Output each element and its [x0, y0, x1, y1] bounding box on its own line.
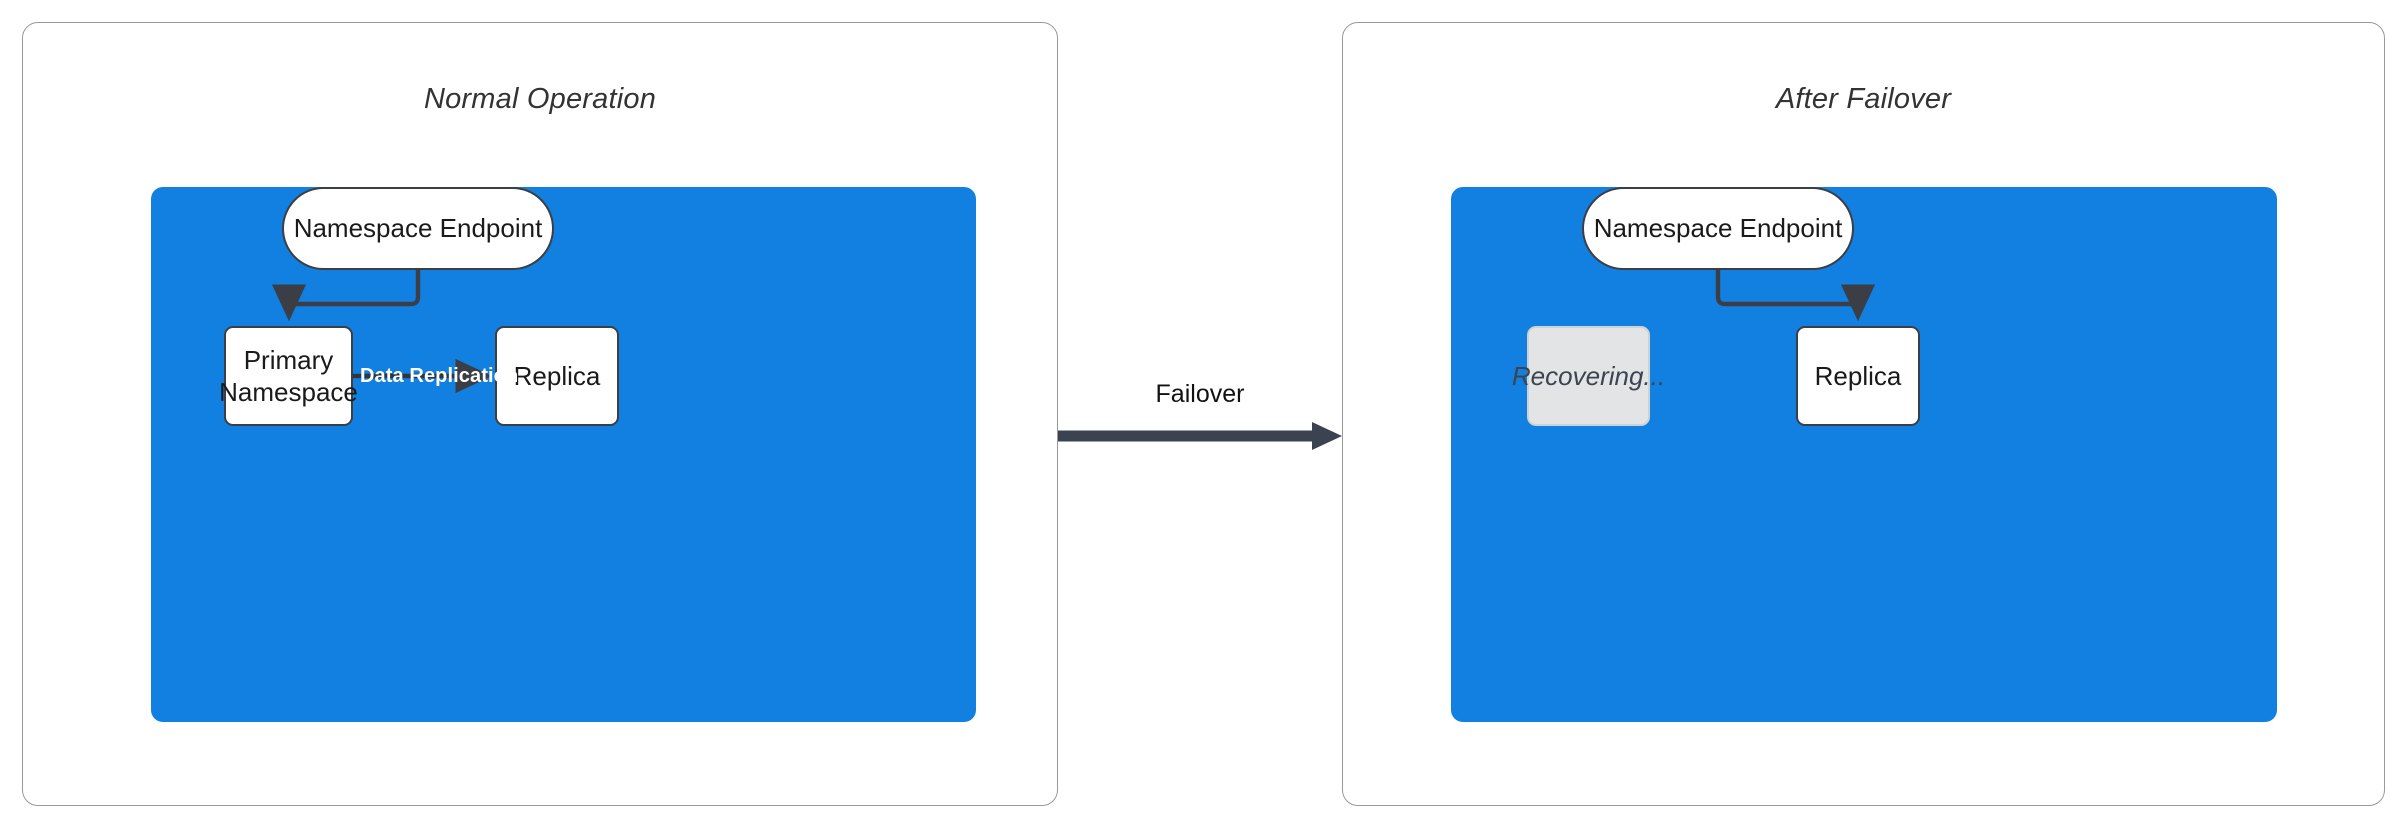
- node-label-line-1: Primary: [243, 344, 334, 375]
- node-label: Namespace Endpoint: [1593, 213, 1843, 244]
- node-namespace-endpoint-failover[interactable]: Namespace Endpoint: [1582, 187, 1854, 270]
- node-namespace-endpoint-primary[interactable]: Namespace Endpoint: [282, 187, 554, 270]
- failover-arrow-head: [1312, 422, 1342, 450]
- panel-title-after-failover: After Failover: [1775, 83, 1952, 115]
- node-label: Recovering...: [1511, 360, 1666, 391]
- panel-after-failover: After Failover Namespace Endpoint Recove…: [1342, 22, 2385, 806]
- node-primary-namespace[interactable]: Primary Namespace: [219, 326, 358, 426]
- failover-transition: Failover: [1058, 380, 1342, 500]
- edge-endpoint-to-primary: [271, 267, 421, 322]
- node-label: Replica: [1814, 360, 1902, 391]
- node-replica-promoted[interactable]: Replica: [1796, 326, 1920, 426]
- edge-label-data-replication: Data Replication: [360, 365, 519, 387]
- node-label: Replica: [513, 360, 601, 391]
- node-label: Namespace Endpoint: [293, 213, 543, 244]
- panel-normal-operation: Normal Operation Namespace End: [22, 22, 1058, 806]
- edges-normal-operation: [271, 267, 493, 394]
- region-normal-operation: Namespace Endpoint Primary Namespace Rep…: [151, 187, 976, 722]
- panel-title-normal-operation: Normal Operation: [423, 83, 657, 115]
- node-label-line-2: Namespace: [219, 377, 358, 407]
- node-label: Primary Namespace: [219, 344, 358, 409]
- edge-endpoint-to-replica: [1715, 267, 1876, 322]
- failover-label: Failover: [1155, 380, 1245, 408]
- node-recovering[interactable]: Recovering...: [1512, 326, 1665, 426]
- edges-after-failover: [1715, 267, 1876, 322]
- region-after-failover: Namespace Endpoint Recovering... Replica: [1451, 187, 2277, 722]
